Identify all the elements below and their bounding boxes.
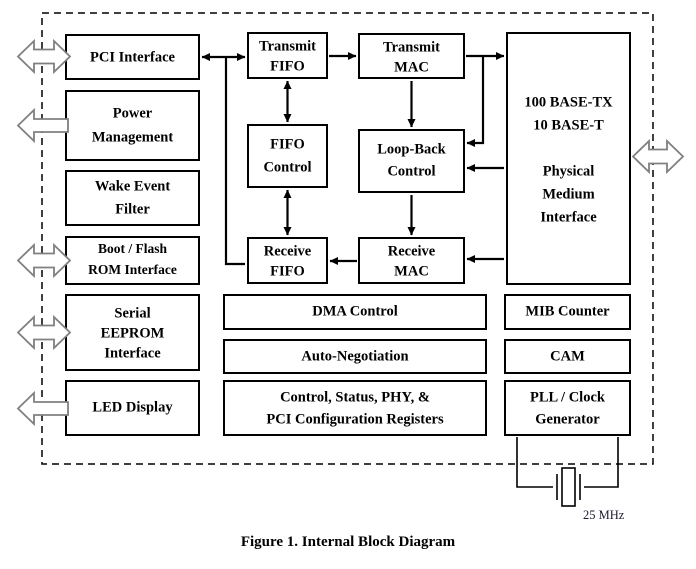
block-wake-event-filter[interactable]: Wake Event Filter <box>65 170 200 226</box>
block-label-wake-event-filter-2: Filter <box>115 201 150 217</box>
block-label-receive-mac-2: MAC <box>394 263 429 279</box>
block-transmit-mac[interactable]: Transmit MAC <box>358 33 465 79</box>
block-label-pmi-6: Interface <box>540 209 597 225</box>
chip-boundary <box>41 12 654 465</box>
block-pci-interface[interactable]: PCI Interface <box>65 34 200 80</box>
block-boot-flash-rom[interactable]: Boot / Flash ROM Interface <box>65 236 200 285</box>
block-label-pll-clock-1: PLL / Clock <box>530 389 606 405</box>
block-label-dma-control: DMA Control <box>312 303 398 319</box>
block-label-wake-event-filter-1: Wake Event <box>95 178 170 194</box>
block-label-auto-negotiation: Auto-Negotiation <box>301 348 408 364</box>
io-arrow-media[interactable] <box>631 138 685 175</box>
block-physical-medium-interface[interactable]: 100 BASE-TX 10 BASE-T Physical Medium In… <box>506 32 631 285</box>
block-label-serial-eeprom-1: Serial <box>114 305 150 321</box>
block-power-management[interactable]: Power Management <box>65 90 200 161</box>
block-label-mib-counter: MIB Counter <box>525 303 610 319</box>
block-loop-back-control[interactable]: Loop-Back Control <box>358 129 465 193</box>
block-led-display[interactable]: LED Display <box>65 380 200 436</box>
block-label-cam: CAM <box>550 348 585 364</box>
block-label-loop-back-control-2: Control <box>387 163 435 179</box>
block-label-pmi-1: 100 BASE-TX <box>524 94 613 110</box>
block-label-boot-flash-rom-2: ROM Interface <box>88 262 177 277</box>
block-label-transmit-fifo-2: FIFO <box>270 58 305 74</box>
block-label-serial-eeprom-2: EEPROM <box>101 325 165 341</box>
block-label-serial-eeprom-3: Interface <box>104 345 161 361</box>
io-arrow-power-management[interactable] <box>16 107 69 144</box>
crystal-frequency-label: 25 MHz <box>583 508 625 522</box>
block-serial-eeprom[interactable]: Serial EEPROM Interface <box>65 294 200 371</box>
block-label-pll-clock-2: Generator <box>535 411 600 427</box>
block-receive-fifo[interactable]: Receive FIFO <box>247 237 328 284</box>
block-cam[interactable]: CAM <box>504 339 631 374</box>
block-receive-mac[interactable]: Receive MAC <box>358 237 465 284</box>
block-label-transmit-mac-1: Transmit <box>383 39 440 55</box>
block-transmit-fifo[interactable]: Transmit FIFO <box>247 32 328 79</box>
block-label-receive-mac-1: Receive <box>388 243 436 259</box>
block-label-power-management-2: Management <box>92 129 174 145</box>
block-label-pmi-2: 10 BASE-T <box>533 117 604 133</box>
crystal-net-right <box>584 437 619 488</box>
block-mib-counter[interactable]: MIB Counter <box>504 294 631 330</box>
block-label-pci-interface: PCI Interface <box>90 49 176 65</box>
io-arrow-pci-bus[interactable] <box>16 38 72 75</box>
block-label-pmi-5: Medium <box>542 186 594 202</box>
block-label-fifo-control-1: FIFO <box>270 136 305 152</box>
block-label-power-management-1: Power <box>113 105 153 121</box>
block-label-boot-flash-rom-1: Boot / Flash <box>98 241 168 256</box>
wire-transmit-mac-to-loop-back <box>466 56 485 148</box>
figure-caption: Figure 1. Internal Block Diagram <box>241 534 456 550</box>
block-label-receive-fifo-2: FIFO <box>270 263 305 279</box>
crystal-body <box>561 467 576 507</box>
block-config-registers[interactable]: Control, Status, PHY, & PCI Configuratio… <box>223 380 487 436</box>
io-arrow-led-display[interactable] <box>16 390 69 427</box>
io-arrow-boot-flash-rom[interactable] <box>16 242 72 279</box>
crystal-net-left <box>516 437 553 488</box>
block-label-receive-fifo-1: Receive <box>264 243 312 259</box>
block-auto-negotiation[interactable]: Auto-Negotiation <box>223 339 487 374</box>
block-label-fifo-control-2: Control <box>263 159 311 175</box>
wire-pci-to-receive-fifo <box>224 57 245 266</box>
block-label-config-registers-2: PCI Configuration Registers <box>266 411 444 427</box>
io-arrow-serial-eeprom[interactable] <box>16 314 72 351</box>
block-pll-clock[interactable]: PLL / Clock Generator <box>504 380 631 436</box>
block-label-pmi-4: Physical <box>543 163 595 179</box>
block-label-transmit-fifo-1: Transmit <box>259 38 316 54</box>
block-label-led-display: LED Display <box>92 399 173 415</box>
block-label-transmit-mac-2: MAC <box>394 59 429 75</box>
block-fifo-control[interactable]: FIFO Control <box>247 124 328 188</box>
block-label-config-registers-1: Control, Status, PHY, & <box>280 389 430 405</box>
block-dma-control[interactable]: DMA Control <box>223 294 487 330</box>
block-label-loop-back-control-1: Loop-Back <box>377 141 446 157</box>
